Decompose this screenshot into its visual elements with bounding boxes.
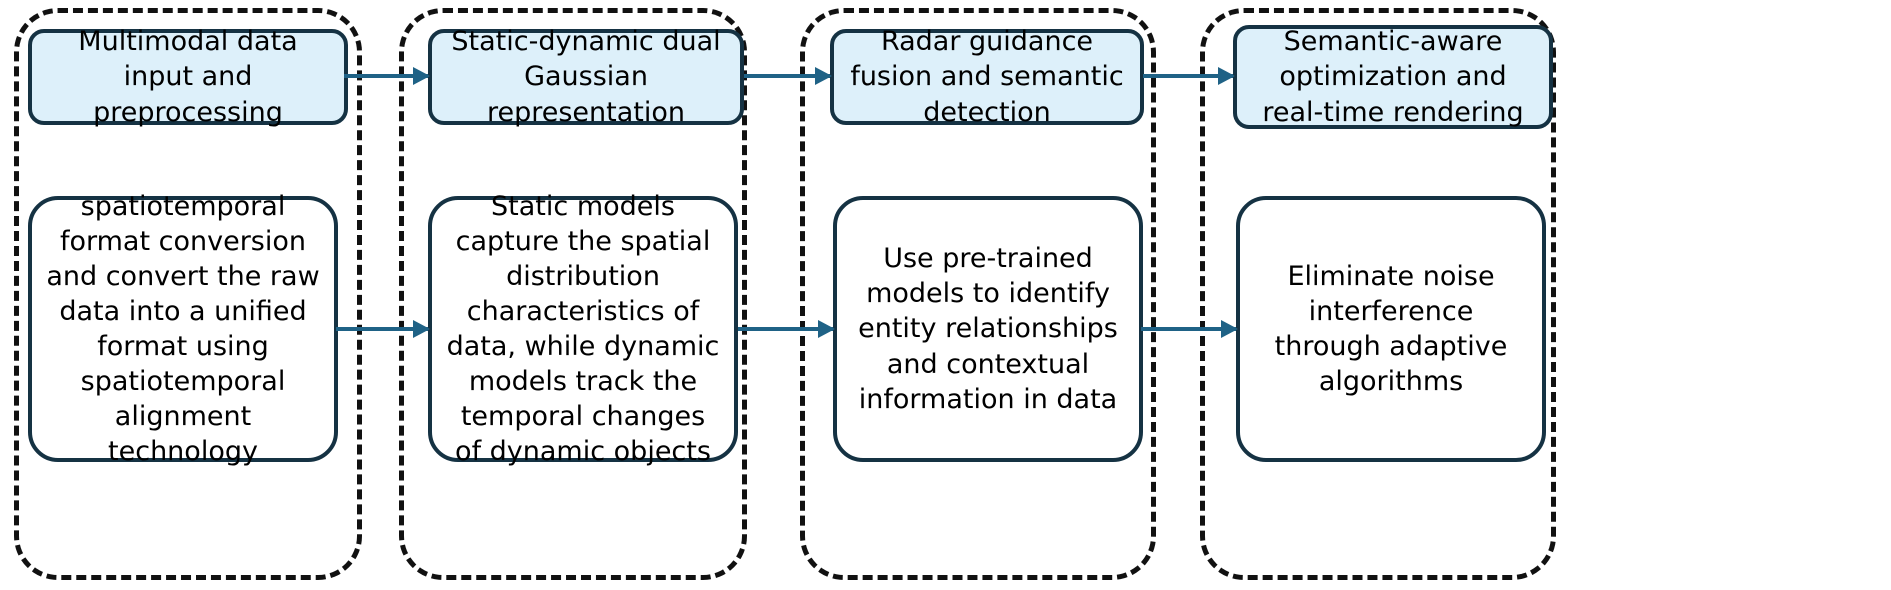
stage-1-detail-text: spatiotemporal format conversion and con…: [46, 190, 320, 468]
stage-group-3: [800, 8, 1156, 580]
arrow-right-icon-bottom-2-to-3: [738, 327, 833, 331]
stage-1-title-text: Multimodal data input and preprocessing: [78, 26, 298, 128]
stage-3-title-text: Radar guidance fusion and semantic detec…: [850, 26, 1124, 128]
stage-4-title-box[interactable]: Semantic-aware optimization and real-tim…: [1233, 25, 1553, 129]
stage-4-detail-box[interactable]: Eliminate noise interference through ada…: [1236, 196, 1546, 462]
stage-1-title-box[interactable]: Multimodal data input and preprocessing: [28, 26, 348, 128]
stage-2-title-box[interactable]: Static-dynamic dual Gaussian representat…: [428, 26, 744, 128]
stage-2-title-text: Static-dynamic dual Gaussian representat…: [451, 26, 721, 128]
arrow-right-icon-bottom-1-to-2: [336, 327, 428, 331]
arrow-right-icon-top-3-to-4: [1143, 74, 1233, 78]
stage-1-detail-box[interactable]: spatiotemporal format conversion and con…: [28, 191, 338, 467]
stage-3-detail-box[interactable]: Use pre-trained models to identify entit…: [833, 196, 1143, 462]
stage-2-detail-box[interactable]: Static models capture the spatial distri…: [428, 191, 738, 467]
arrow-right-icon-bottom-3-to-4: [1141, 327, 1236, 331]
stage-4-title-text: Semantic-aware optimization and real-tim…: [1262, 26, 1524, 128]
arrow-right-icon-top-2-to-3: [744, 74, 830, 78]
stage-group-4: [1200, 8, 1556, 580]
arrow-right-icon-top-1-to-2: [344, 74, 428, 78]
stage-4-detail-text: Eliminate noise interference through ada…: [1274, 260, 1508, 398]
stage-3-detail-text: Use pre-trained models to identify entit…: [858, 243, 1118, 415]
stage-3-title-box[interactable]: Radar guidance fusion and semantic detec…: [830, 26, 1144, 128]
stage-group-2: [399, 8, 747, 580]
stage-group-1: [14, 8, 362, 580]
stage-2-detail-text: Static models capture the spatial distri…: [446, 190, 720, 468]
